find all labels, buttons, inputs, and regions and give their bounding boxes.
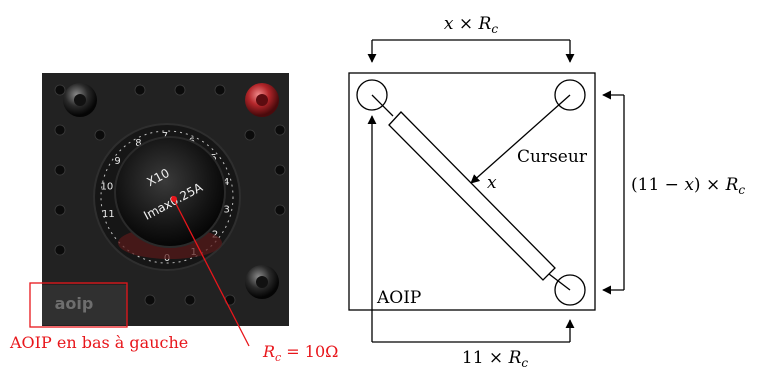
dial-number: 9 <box>114 156 120 167</box>
binding-post-black <box>63 83 97 117</box>
dial-number: 10 <box>101 181 114 192</box>
bottom-dimension-label: 11 × Rc <box>462 348 529 368</box>
rc-pointer-dot <box>171 196 177 202</box>
brand-highlight-box <box>29 282 128 328</box>
right-dim-sub: c <box>738 183 745 197</box>
dial-knob: X10 Imax0.25A <box>114 136 226 259</box>
cursor-variable: x <box>487 173 497 193</box>
rc-symbol: R <box>262 342 275 361</box>
top-dim-op: × <box>453 14 478 34</box>
bottom-dim-sym: R <box>508 348 522 368</box>
dial-number: 8 <box>135 138 141 149</box>
rc-value-label: Rc = 10Ω <box>262 342 338 364</box>
panel-holes <box>54 84 286 306</box>
schematic <box>348 39 625 343</box>
resistor-lead-top <box>371 94 394 117</box>
right-dim-var: x <box>684 175 694 195</box>
brand-label: AOIP <box>376 288 421 308</box>
rc-pointer-line <box>171 195 250 347</box>
rc-subscript: c <box>275 351 281 364</box>
schematic-frame <box>348 72 596 311</box>
terminal-top-left <box>356 79 388 111</box>
brand-note-label: AOIP en bas à gauche <box>9 333 188 352</box>
dial-number: 3 <box>224 205 230 216</box>
right-dimension-label: (11 − x) × Rc <box>631 175 745 197</box>
binding-post-bottom <box>245 265 279 299</box>
right-dim-sym: R <box>725 175 739 195</box>
bottom-dim-sub: c <box>521 356 528 368</box>
dial-number: 4 <box>223 177 229 188</box>
top-dim-var: x <box>444 14 454 34</box>
cursor-arrow <box>470 94 571 184</box>
dial-number: 11 <box>102 209 115 220</box>
terminal-bottom-right <box>554 274 586 306</box>
device-photo: 01234567891011 X10 Imax0.25A aoip <box>42 73 289 326</box>
terminal-top-right <box>554 79 586 111</box>
top-dim-sym: R <box>478 14 492 34</box>
right-dim-post: ) × <box>694 175 726 195</box>
rc-value: = 10Ω <box>281 342 338 361</box>
cursor-label: Curseur <box>517 147 588 167</box>
resistor-body <box>388 111 556 281</box>
binding-post-red <box>245 83 279 117</box>
top-dim-sub: c <box>491 22 498 36</box>
brand-plate-text: aoip <box>55 294 94 313</box>
bottom-dim-pre: 11 × <box>462 348 509 368</box>
brand-plate: aoip <box>42 285 127 325</box>
resistor-lead-bottom <box>548 273 571 291</box>
top-dimension-label: x × Rc <box>444 14 498 36</box>
right-dim-pre: (11 − <box>631 175 684 195</box>
